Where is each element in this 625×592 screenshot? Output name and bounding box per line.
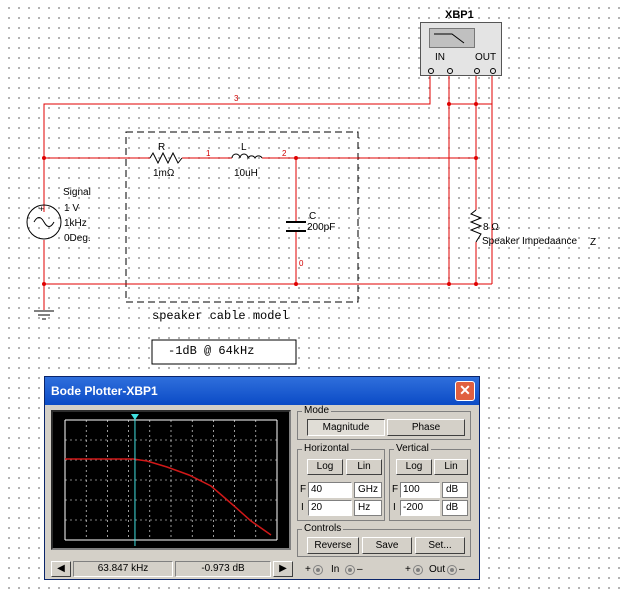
out-plus-sign: + [405,564,411,575]
phase-button[interactable]: Phase [387,419,465,436]
in-plus-terminal[interactable] [313,565,323,575]
bode-plotter-window[interactable]: Bode Plotter-XBP1 ✕ Mode Magnitude Phase… [44,376,480,580]
mode-group: Mode Magnitude Phase [297,405,471,440]
svg-text:+: + [39,204,44,214]
source-frequency: 1kHz [64,218,87,229]
horizontal-final-unit[interactable]: GHz [354,482,382,498]
vertical-log-button[interactable]: Log [396,459,432,475]
resistor-r-symbol[interactable] [149,151,183,165]
out-terminal-label: Out [429,564,446,575]
magnitude-readout: -0.973 dB [175,561,271,577]
inductor-l-symbol[interactable] [231,153,263,160]
capacitor-value: 200pF [307,222,336,233]
wires [43,72,493,310]
magnitude-trace [65,458,272,536]
cable-model-box [125,131,359,303]
horizontal-group: Horizontal Log Lin F 40 GHz I 20 Hz [297,443,385,521]
out-plus-terminal[interactable] [413,565,423,575]
horizontal-log-button[interactable]: Log [307,459,343,475]
horizontal-label: Horizontal [302,443,352,455]
vertical-final-unit[interactable]: dB [442,482,468,498]
node-label-0: 0 [299,259,304,268]
out-minus-sign: – [459,564,465,575]
set-button[interactable]: Set... [415,537,465,554]
vertical-lin-button[interactable]: Lin [434,459,468,475]
cursor-left-button[interactable]: ◀ [51,561,71,577]
in-minus-sign: – [357,564,363,575]
capacitor-name: C [309,211,317,222]
cursor-right-button[interactable]: ▶ [273,561,293,577]
horizontal-initial-unit[interactable]: Hz [354,500,382,516]
instrument-out-label: OUT [475,52,497,63]
in-plus-sign: + [305,564,311,575]
instrument-in-label: IN [435,52,445,63]
cable-model-label: speaker cable model [152,309,289,323]
frequency-readout: 63.847 kHz [73,561,173,577]
instrument-name: XBP1 [445,9,474,21]
horizontal-final-label: F [300,484,307,495]
in-terminal-label: In [331,564,340,575]
instrument-screen-icon [429,28,475,48]
note-box [151,339,297,365]
speaker-resistor-symbol[interactable] [469,209,483,243]
horizontal-initial-label: I [301,502,304,513]
load-value: 8 Ω [483,222,499,233]
load-suffix: Z [590,237,597,248]
mode-label: Mode [302,405,332,417]
bode-plot-display[interactable] [51,410,291,550]
inductor-value: 10uH [234,168,258,179]
save-button[interactable]: Save [362,537,412,554]
bode-plot-svg[interactable] [55,414,287,546]
vertical-initial-unit[interactable]: dB [442,500,468,516]
vertical-label: Vertical [394,443,431,455]
horizontal-initial-input[interactable]: 20 [308,500,352,516]
cursor-handle[interactable] [130,414,139,420]
horizontal-final-input[interactable]: 40 [308,482,352,498]
node-label-3: 3 [234,94,239,103]
arrow-right-icon: ▶ [279,563,287,574]
capacitor-c-symbol[interactable] [286,221,306,232]
vertical-initial-label: I [393,502,396,513]
vertical-initial-input[interactable]: -200 [400,500,440,516]
node-label-2: 2 [282,149,287,158]
resistor-name: R [158,142,166,153]
ground-symbol [34,310,54,320]
source-name: Signal [63,187,91,198]
vertical-group: Vertical Log Lin F 100 dB I -200 dB [389,443,471,521]
bode-plotter-instrument[interactable]: IN OUT [420,22,502,76]
inductor-name: L [241,142,247,153]
source-amplitude: 1 V [64,203,80,214]
horizontal-lin-button[interactable]: Lin [346,459,382,475]
window-titlebar[interactable]: Bode Plotter-XBP1 ✕ [45,377,479,405]
note-text: -1dB @ 64kHz [168,344,255,358]
controls-label: Controls [302,523,344,535]
load-name: Speaker Impedaance [482,236,578,247]
in-minus-terminal[interactable] [345,565,355,575]
close-icon: ✕ [459,382,471,398]
magnitude-button[interactable]: Magnitude [307,419,385,436]
reverse-button[interactable]: Reverse [307,537,359,554]
node-label-1: 1 [206,149,211,158]
resistor-value: 1mΩ [153,168,175,179]
arrow-left-icon: ◀ [57,563,65,574]
vertical-final-input[interactable]: 100 [400,482,440,498]
out-minus-terminal[interactable] [447,565,457,575]
vertical-final-label: F [392,484,399,495]
schematic-canvas[interactable]: + [0,0,625,375]
controls-group: Controls Reverse Save Set... [297,523,471,557]
instrument-terminals [428,68,496,74]
window-title: Bode Plotter-XBP1 [51,384,158,398]
plot-grid [64,419,278,541]
close-button[interactable]: ✕ [455,381,475,401]
ac-source-symbol[interactable]: + [26,204,62,240]
junctions [42,102,478,286]
source-phase: 0Deg. [64,233,91,244]
